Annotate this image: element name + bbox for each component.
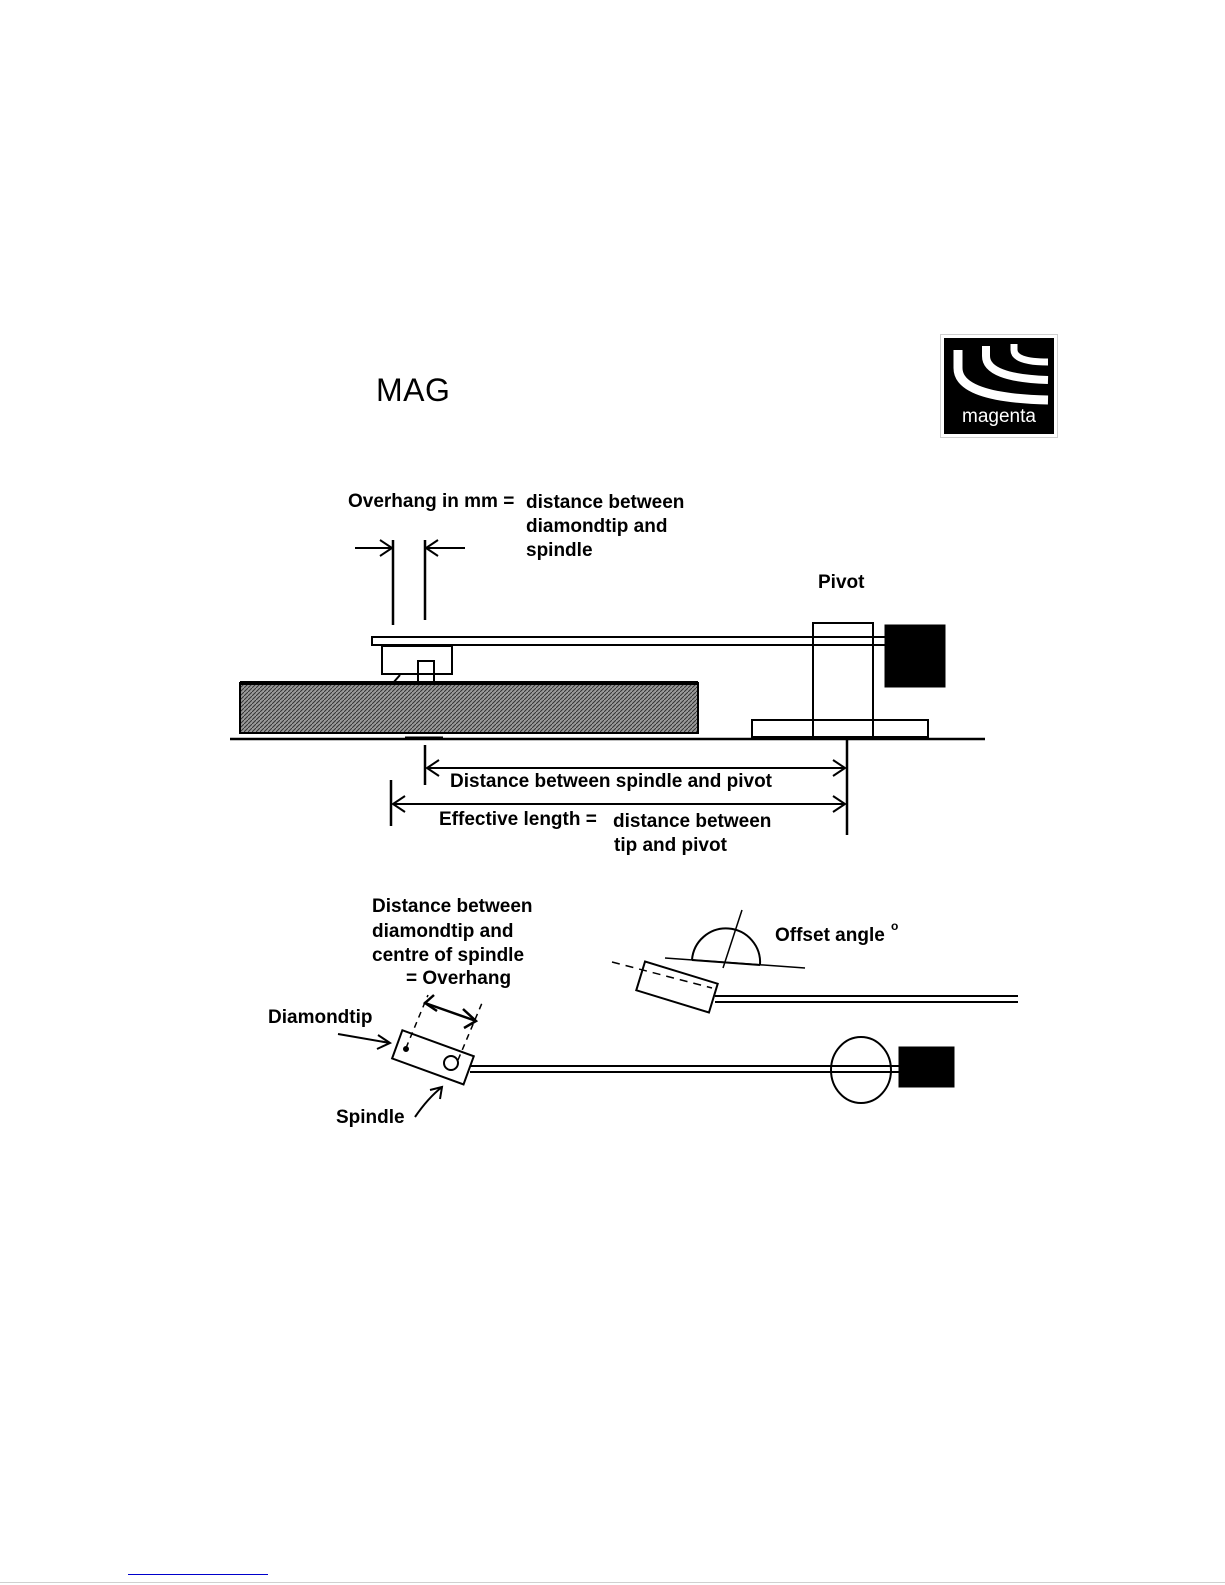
diamondtip-label: Diamondtip <box>268 1007 373 1028</box>
spindle-pivot-label: Distance between spindle and pivot <box>450 771 773 792</box>
effective-length-def-a: distance between <box>613 811 771 832</box>
offset-angle-label: Offset angle <box>775 925 885 946</box>
spindle-pointer <box>415 1087 442 1117</box>
top-pivot-circle <box>831 1037 891 1103</box>
spindle-circle <box>444 1056 458 1070</box>
overhang-label-b: distance between <box>526 492 684 513</box>
offset-cartridge <box>636 962 717 1013</box>
effective-length-def-b: tip and pivot <box>614 835 728 856</box>
top-overhang-label-a: Distance between <box>372 896 533 917</box>
top-overhang-label-b: diamondtip and <box>372 921 513 942</box>
pivot-base <box>752 720 928 737</box>
overhang-label-a: Overhang in mm = <box>348 491 514 512</box>
top-overhang-arrow <box>425 1003 476 1021</box>
effective-length-label: Effective length = <box>439 809 597 830</box>
top-overhang-label-d: = Overhang <box>406 968 511 989</box>
page-bottom-line <box>0 1582 1225 1583</box>
pivot-label: Pivot <box>818 572 865 593</box>
record-platter <box>240 683 698 733</box>
footnote-link-underline <box>128 1574 268 1575</box>
top-overhang-arrowhead-left <box>425 995 437 1011</box>
overhang-label-c: diamondtip and <box>526 516 667 537</box>
spindle-top <box>418 661 434 683</box>
spindle-label: Spindle <box>336 1107 405 1128</box>
angle-ray <box>723 910 742 968</box>
tonearm <box>372 637 940 645</box>
top-counterweight <box>899 1047 954 1087</box>
top-overhang-label-c: centre of spindle <box>372 945 524 966</box>
overhang-label-d: spindle <box>526 540 593 561</box>
degree-symbol: o <box>891 919 898 933</box>
headshell <box>392 1030 474 1084</box>
counterweight <box>885 625 945 687</box>
